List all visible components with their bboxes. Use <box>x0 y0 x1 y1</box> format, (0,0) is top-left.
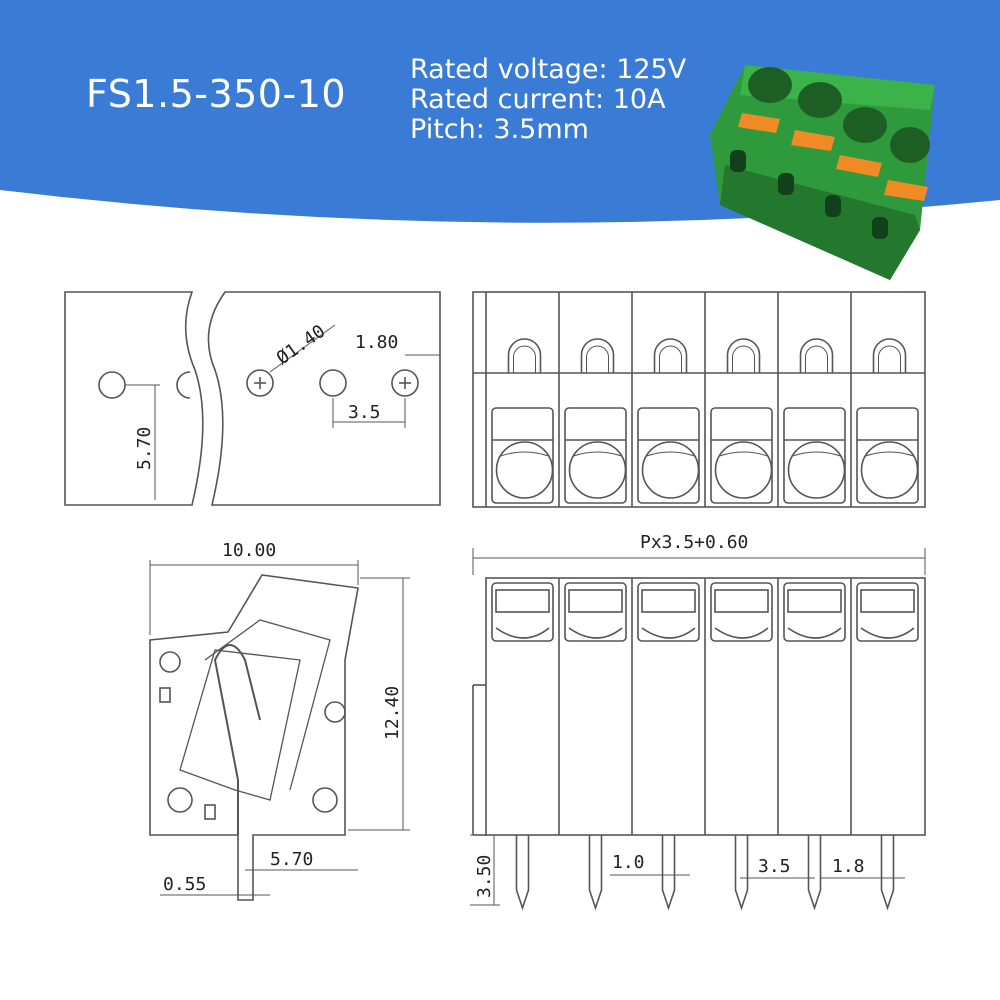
front-view-position <box>704 578 773 911</box>
pcb-layout-view <box>64 291 441 506</box>
dim-pin-offset: 5.70 <box>270 849 313 870</box>
pin <box>734 835 749 911</box>
dim-pin-length: 3.50 <box>474 855 495 898</box>
front-view-position <box>558 578 627 911</box>
front-view-position <box>777 578 846 911</box>
top-view-position <box>491 338 554 504</box>
dim-pin-pitch: 3.5 <box>758 856 791 877</box>
pin <box>807 835 822 911</box>
front-view-position <box>631 578 700 911</box>
terminal-block-image <box>710 65 935 280</box>
top-view-position <box>558 292 627 507</box>
dim-hole-edge: 1.80 <box>355 332 398 353</box>
pin <box>661 835 676 911</box>
front-view-position <box>850 578 919 911</box>
dim-total-length: Px3.5+0.60 <box>640 532 748 553</box>
model-title: FS1.5-350-10 <box>86 72 347 116</box>
top-view <box>472 291 926 508</box>
side-view <box>149 560 410 901</box>
dim-width: 10.00 <box>222 540 276 561</box>
front-view-position <box>491 582 554 911</box>
spec-list: Rated voltage: 125V Rated current: 10A P… <box>410 55 686 145</box>
pin <box>515 835 530 911</box>
top-view-position <box>704 292 773 507</box>
dim-pin-width: 0.55 <box>163 874 206 895</box>
pin <box>588 835 603 911</box>
dim-hole-pitch: 3.5 <box>348 402 381 423</box>
spec-voltage: Rated voltage: 125V <box>410 54 687 85</box>
spec-pitch: Pitch: 3.5mm <box>410 114 589 145</box>
dim-pin-edge: 1.8 <box>832 856 865 877</box>
dim-hole-diameter: Ø1.40 <box>273 321 329 369</box>
dim-pin-gap: 1.0 <box>612 852 645 873</box>
top-view-position <box>631 292 700 507</box>
pin <box>880 835 895 911</box>
dim-height: 12.40 <box>382 686 403 740</box>
dim-row-offset: 5.70 <box>134 427 155 470</box>
product-photo <box>710 65 935 280</box>
top-view-position <box>850 292 919 507</box>
front-view <box>470 548 926 911</box>
spec-current: Rated current: 10A <box>410 84 666 115</box>
top-view-position <box>777 292 846 507</box>
